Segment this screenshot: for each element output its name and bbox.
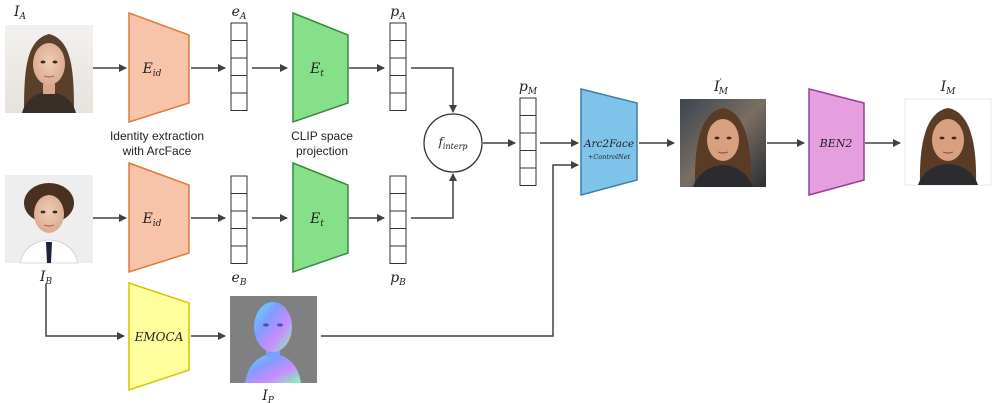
arc2face-label: Arc2Face	[583, 138, 634, 150]
label-pm: pM	[519, 79, 538, 97]
input-photo-a	[5, 25, 93, 113]
clip-caption-line1: CLIP space	[291, 129, 353, 143]
vector-cell	[389, 228, 407, 247]
vector-cell	[230, 228, 248, 247]
clip-projector-top-label: Et	[309, 61, 324, 79]
clip-caption-line2: projection	[296, 144, 348, 158]
label-pa: pA	[390, 4, 406, 22]
label-im-prime: I′M	[713, 78, 729, 97]
vector-cell	[389, 40, 407, 59]
vector-cell	[389, 193, 407, 212]
clip-projector-bottom-label: Et	[309, 211, 324, 229]
vector-cell	[519, 115, 537, 134]
vector-eb	[230, 175, 248, 264]
label-ib: IB	[39, 269, 53, 287]
vector-cell	[519, 167, 537, 186]
input-photo-b	[5, 175, 93, 264]
ben2-processor: BEN2	[808, 88, 865, 196]
label-im: IM	[940, 79, 957, 97]
arrow-ip-to-arc2face	[321, 161, 579, 337]
vector-ea	[230, 22, 248, 111]
label-eb: eB	[232, 270, 247, 288]
vector-cell	[389, 75, 407, 94]
normal-map-image	[230, 296, 317, 383]
vector-pm	[519, 97, 537, 186]
arrow-pa-to-finterp	[411, 67, 457, 113]
vector-cell	[519, 132, 537, 151]
vector-cell	[230, 40, 248, 59]
vector-cell	[230, 92, 248, 111]
controlnet-label: +ControlNet	[588, 153, 631, 161]
arrow-pb-to-finterp	[411, 173, 457, 219]
emoca-label: EMOCA	[134, 330, 184, 344]
vector-cell	[230, 210, 248, 229]
ben2-label: BEN2	[819, 137, 853, 150]
vector-cell	[389, 22, 407, 41]
final-output-photo	[904, 98, 992, 186]
identity-encoder-bottom-label: Eid	[142, 211, 162, 229]
vector-cell	[389, 57, 407, 76]
identity-caption-line1: Identity extraction	[110, 129, 204, 143]
vector-cell	[230, 245, 248, 264]
arc2face-generator: Arc2Face +ControlNet	[580, 88, 638, 196]
clip-projector-top: Et	[292, 11, 349, 124]
identity-caption-line2: with ArcFace	[122, 144, 192, 158]
vector-cell	[230, 22, 248, 41]
vector-cell	[230, 175, 248, 194]
vector-cell	[389, 92, 407, 111]
label-pb: pB	[390, 270, 406, 288]
vector-cell	[389, 210, 407, 229]
label-ip: IP	[261, 388, 275, 403]
arrow-ib-to-emoca	[45, 284, 125, 340]
vector-pa	[389, 22, 407, 111]
clip-projector-bottom: Et	[292, 161, 349, 274]
interpolation-node: finterp	[423, 113, 483, 173]
vector-cell	[389, 245, 407, 264]
vector-pb	[389, 175, 407, 264]
vector-cell	[230, 75, 248, 94]
interpolation-label: finterp	[437, 135, 467, 151]
identity-encoder-top-label: Eid	[142, 61, 162, 79]
label-ia: IA	[13, 4, 27, 22]
vector-cell	[389, 175, 407, 194]
vector-cell	[230, 193, 248, 212]
vector-cell	[519, 150, 537, 169]
vector-cell	[230, 57, 248, 76]
identity-encoder-top: Eid	[128, 11, 190, 124]
vector-cell	[519, 97, 537, 116]
emoca-encoder: EMOCA	[128, 281, 190, 392]
label-ea: eA	[232, 4, 247, 22]
connectors	[45, 64, 901, 340]
identity-encoder-bottom: Eid	[128, 161, 190, 274]
intermediate-output-photo	[680, 99, 766, 187]
